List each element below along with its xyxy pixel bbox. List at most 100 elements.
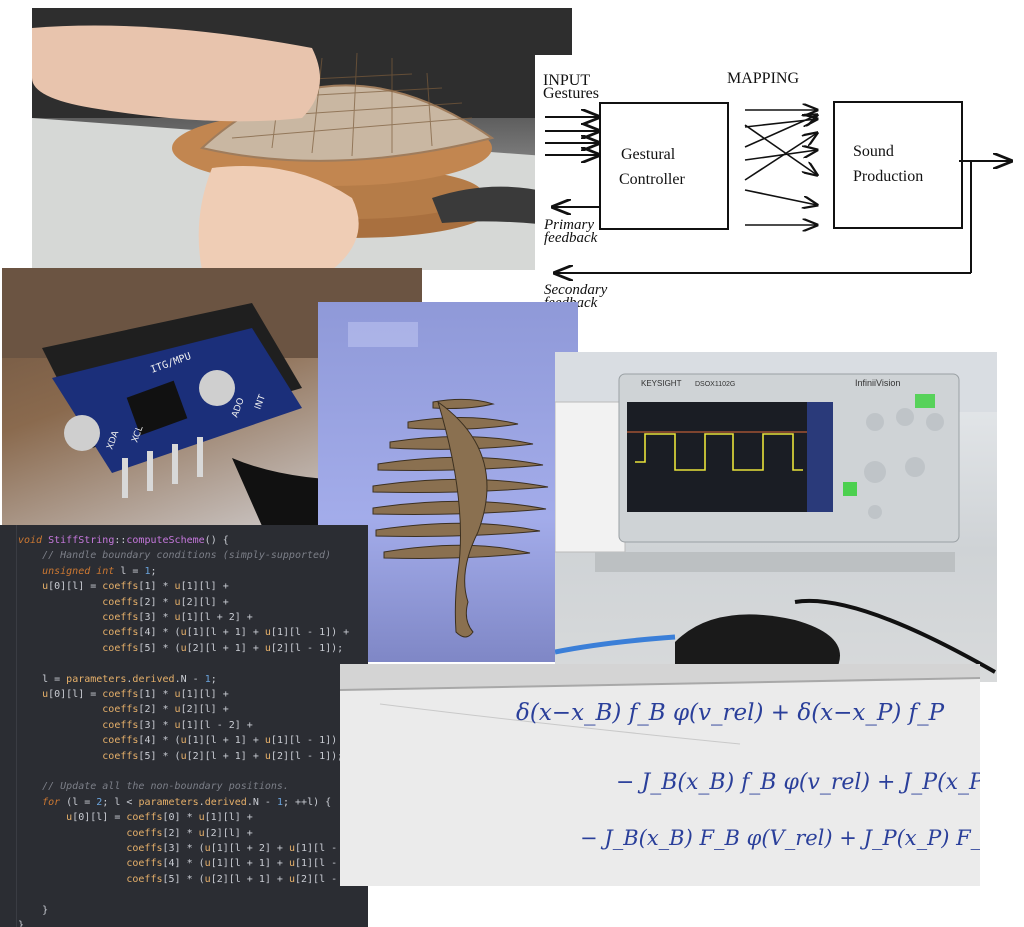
code-token: 1 xyxy=(276,796,283,808)
code-line: u[0][l] = coeffs[1] * u[1][l] + xyxy=(18,687,229,703)
code-token: [1][l] + xyxy=(180,689,229,700)
code-token: coeffs xyxy=(18,827,163,839)
code-token: . xyxy=(198,796,205,808)
code-token: [2][l] + xyxy=(204,827,253,839)
secondary-feedback-label-line1: Secondary xyxy=(544,282,608,298)
code-line: coeffs[2] * u[2][l] + xyxy=(18,826,253,842)
code-token: u xyxy=(174,704,181,716)
code-token: derived xyxy=(132,673,175,685)
scope-brand: KEYSIGHT xyxy=(641,379,682,388)
code-line: void StiffString::computeScheme() { xyxy=(18,533,229,549)
whiteboard-equation-2: − J_B(x_B) f_B φ(v_rel) + J_P(x_P) f_P xyxy=(616,770,980,795)
code-token: derived xyxy=(204,796,247,808)
mapping-label: MAPPING xyxy=(727,70,800,87)
code-token: [4] * ( xyxy=(138,627,181,639)
code-line: // Handle boundary conditions (simply-su… xyxy=(18,548,331,564)
code-token: u xyxy=(174,596,181,608)
code-token: [2][l] + xyxy=(180,596,229,608)
code-line: coeffs[4] * (u[1][l + 1] + u[1][l - 1]) … xyxy=(18,733,349,749)
code-line: coeffs[5] * (u[2][l + 1] + u[2][l - 1]); xyxy=(18,749,343,765)
code-token: parameters xyxy=(138,796,199,808)
code-token: () { xyxy=(204,535,229,546)
code-token: coeffs xyxy=(18,596,139,608)
code-token: [0][l] = xyxy=(48,689,103,700)
code-token: [2][l] + xyxy=(180,704,229,716)
code-token: [2][l - 1]); xyxy=(270,750,344,762)
code-token: u xyxy=(198,812,205,824)
code-token: u xyxy=(174,689,181,700)
code-token: ; xyxy=(210,673,217,685)
code-token: [0][l] = xyxy=(48,581,103,593)
code-token: .N - xyxy=(246,796,277,808)
code-token: u xyxy=(18,689,49,700)
code-line: coeffs[2] * u[2][l] + xyxy=(18,595,229,611)
code-token: [1][l] + xyxy=(180,581,229,593)
diagram-arrows xyxy=(545,55,1022,320)
controller-label-line1: Gestural xyxy=(621,146,676,163)
editor-gutter xyxy=(0,525,17,927)
code-token: u xyxy=(18,581,49,593)
code-token: [1][l + 1] + xyxy=(186,627,265,639)
code-line: coeffs[2] * u[2][l] + xyxy=(18,702,229,718)
scope-model: DSOX1102G xyxy=(695,381,735,388)
code-token: 2 xyxy=(96,796,103,808)
code-token: u xyxy=(180,735,187,747)
code-token: 1 xyxy=(204,673,211,685)
code-token: u xyxy=(264,627,271,639)
code-token: l = xyxy=(18,673,67,685)
code-token: u xyxy=(288,858,295,870)
code-token: coeffs xyxy=(18,719,139,731)
mapping-diagram: INPUT Gestures MAPPING Gestural Controll… xyxy=(535,55,1022,320)
code-token: coeffs xyxy=(126,812,163,824)
code-token: coeffs xyxy=(18,873,163,885)
code-token: coeffs xyxy=(18,612,139,623)
code-token: coeffs xyxy=(18,735,139,747)
code-token: coeffs xyxy=(102,581,139,593)
code-token: u xyxy=(180,627,187,639)
whiteboard-frame xyxy=(340,664,980,745)
code-token: [3] * xyxy=(138,719,175,731)
photo-laser-cut-leaf xyxy=(318,302,578,662)
code-token: (l = xyxy=(66,796,97,808)
sound-production-box xyxy=(833,101,963,229)
code-token: [5] * ( xyxy=(138,642,181,654)
photo-oscilloscope: KEYSIGHT DSOX1102G InfiniiVision xyxy=(555,352,997,682)
code-token: u xyxy=(204,873,211,885)
code-token: coeffs xyxy=(18,704,139,716)
primary-feedback-label-line1: Primary xyxy=(544,217,594,233)
code-token: coeffs xyxy=(18,750,139,762)
primary-feedback-label-line2: feedback xyxy=(544,230,598,246)
code-line: coeffs[4] * (u[1][l + 1] + u[1][l - 1]) … xyxy=(18,625,349,641)
sound-label-line2: Production xyxy=(853,168,924,185)
code-token: coeffs xyxy=(18,627,139,639)
sound-label-line1: Sound xyxy=(853,143,894,160)
code-token: [2] * xyxy=(162,827,199,839)
code-token: for xyxy=(18,796,67,808)
code-token: u xyxy=(204,843,211,854)
photo-whiteboard: δ(x−x_B) f_B φ(v_rel) + δ(x−x_P) f_P − J… xyxy=(340,664,980,886)
code-line: u[0][l] = coeffs[0] * u[1][l] + xyxy=(18,810,253,826)
code-line: } xyxy=(18,903,48,919)
code-token: coeffs xyxy=(18,858,163,870)
code-token: l = xyxy=(120,565,145,577)
code-token: StiffString xyxy=(48,535,115,546)
code-line: coeffs[3] * u[1][l + 2] + xyxy=(18,610,253,626)
code-token: [2][l + 1] + xyxy=(186,642,265,654)
code-line: coeffs[3] * u[1][l - 2] + xyxy=(18,718,253,734)
code-token: u xyxy=(174,581,181,593)
code-token: [1][l - 1]) + xyxy=(270,627,350,639)
code-token: coeffs xyxy=(18,843,163,854)
controller-label-line2: Controller xyxy=(619,171,685,188)
scope-series: InfiniiVision xyxy=(855,378,900,388)
code-token: u xyxy=(18,812,73,824)
code-token: // Handle boundary conditions (simply-su… xyxy=(18,550,332,562)
code-token: u xyxy=(264,735,271,747)
code-token: computeScheme xyxy=(126,535,205,546)
code-token: [1] * xyxy=(138,581,175,593)
code-token: ; ++l) { xyxy=(282,796,332,808)
gestures-label: Gestures xyxy=(543,85,599,102)
code-token: [5] * ( xyxy=(138,750,181,762)
hands-instrument-illustration xyxy=(32,8,572,270)
code-token: u xyxy=(174,719,181,731)
code-line: l = parameters.derived.N - 1; xyxy=(18,672,217,688)
